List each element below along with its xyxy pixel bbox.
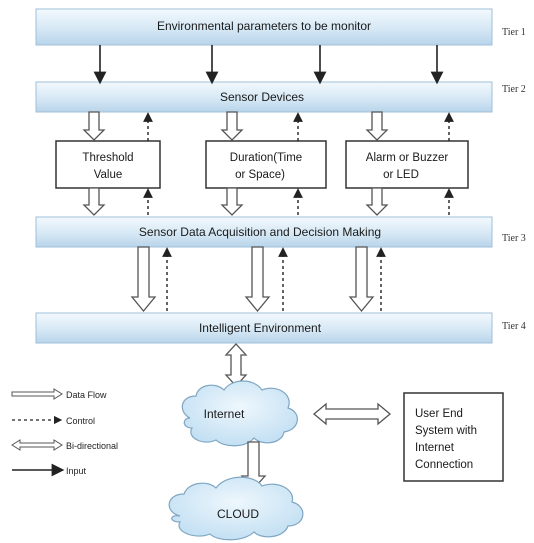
legend-control: Control <box>66 416 95 426</box>
hollow-arrow-icon <box>348 246 375 313</box>
control-arrows <box>143 112 454 311</box>
legend-bidirectional: Bi-directional <box>66 441 118 451</box>
user-end-line-1: User End <box>415 408 463 420</box>
hollow-arrow-icon <box>11 388 63 400</box>
legend-data-flow: Data Flow <box>66 390 107 400</box>
bidirectional-arrow-icon <box>11 439 63 451</box>
tier-2-label: Sensor Devices <box>220 90 304 104</box>
tier-1-label: Environmental parameters to be monitor <box>157 19 371 33</box>
hollow-arrow-icon <box>130 246 157 313</box>
user-end-line-3: Internet <box>415 442 455 454</box>
cloud-storage: CLOUD <box>168 476 304 541</box>
alarm-line-2: or LED <box>383 169 419 181</box>
tier-3-tag: Tier 3 <box>502 233 526 244</box>
internet-cloud: Internet <box>181 380 298 447</box>
threshold-box: Threshold Value <box>55 140 161 189</box>
legend-input: Input <box>66 466 87 476</box>
tier-4-label: Intelligent Environment <box>199 321 322 335</box>
duration-line-2: or Space) <box>235 169 285 181</box>
hollow-arrow-icon <box>244 246 271 313</box>
alarm-line-1: Alarm or Buzzer <box>366 152 449 164</box>
legend: Data Flow Control Bi-directional Input <box>11 388 118 477</box>
internet-label: Internet <box>204 407 245 421</box>
tier-3-label: Sensor Data Acquisition and Decision Mak… <box>139 225 381 239</box>
alarm-box: Alarm or Buzzer or LED <box>345 140 469 189</box>
duration-box: Duration(Time or Space) <box>205 140 327 189</box>
hollow-arrow-icon <box>82 187 106 216</box>
bidirectional-arrow-icon <box>224 343 248 387</box>
user-end-line-4: Connection <box>415 459 473 471</box>
tier-1-tag: Tier 1 <box>502 27 526 38</box>
cloud-label: CLOUD <box>217 507 259 521</box>
threshold-line-2: Value <box>94 169 123 181</box>
data-flow-arrows <box>82 111 389 313</box>
duration-line-1: Duration(Time <box>230 152 302 164</box>
tier-2-band: Sensor Devices <box>35 81 493 113</box>
tier-4-tag: Tier 4 <box>502 321 526 332</box>
hollow-arrow-icon <box>365 187 389 216</box>
tier-1-band: Environmental parameters to be monitor <box>35 8 493 46</box>
tier-3-band: Sensor Data Acquisition and Decision Mak… <box>35 216 493 248</box>
input-arrows-tier1 <box>93 45 444 85</box>
tier-4-band: Intelligent Environment <box>35 312 493 344</box>
hollow-arrow-icon <box>220 111 244 141</box>
tier-2-tag: Tier 2 <box>502 84 526 95</box>
threshold-line-1: Threshold <box>82 152 133 164</box>
user-end-box: User End System with Internet Connection <box>403 392 504 482</box>
hollow-arrow-icon <box>82 111 106 141</box>
bidirectional-arrow-icon <box>312 402 392 426</box>
hollow-arrow-icon <box>365 111 389 141</box>
user-end-line-2: System with <box>415 425 477 437</box>
hollow-arrow-icon <box>220 187 244 216</box>
